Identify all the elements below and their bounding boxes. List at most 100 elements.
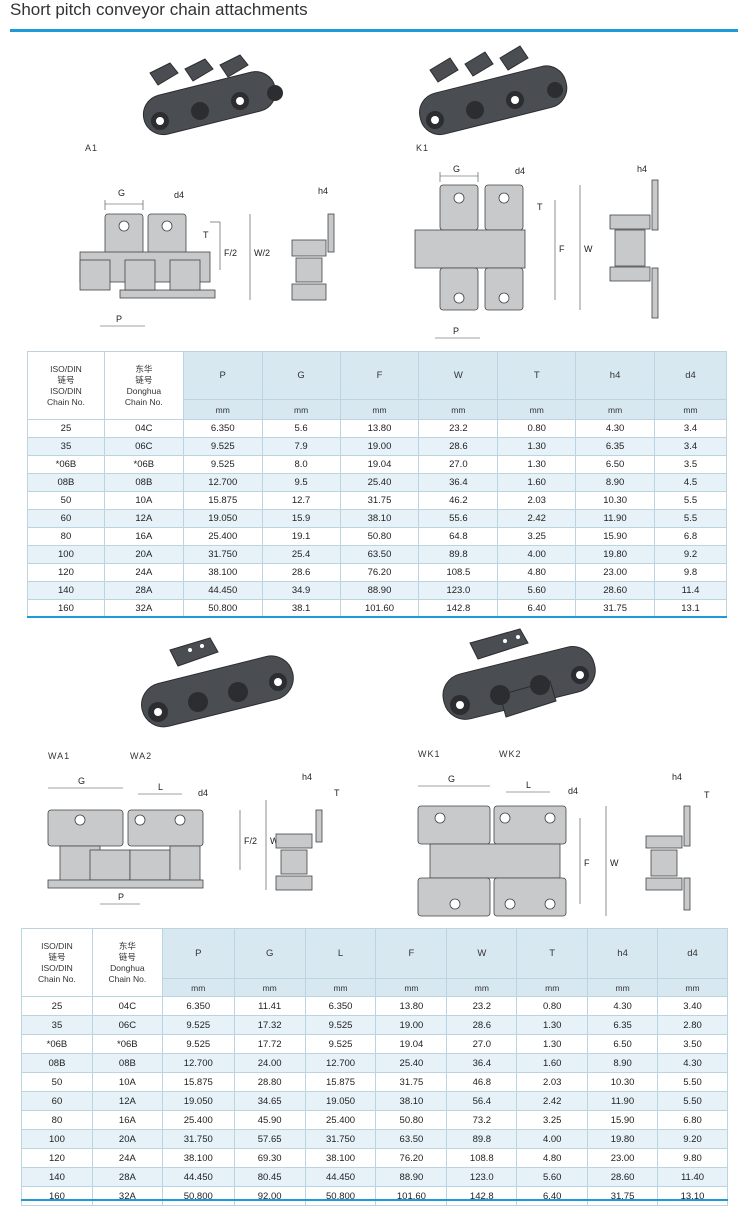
col-iso-header: ISO/DIN 链号 ISO/DIN Chain No.	[27, 351, 105, 420]
table-cell: 08B	[103, 473, 184, 492]
k1-label-f: F	[559, 244, 565, 254]
table-cell: 123.0	[418, 581, 499, 600]
table-cell: 1.60	[497, 473, 577, 492]
table-cell: 108.8	[446, 1148, 518, 1168]
table-cell: 1.60	[516, 1053, 589, 1073]
table-cell: 28.6	[261, 563, 341, 582]
unit-cell: mm	[587, 978, 659, 997]
a1-label-d4: d4	[174, 190, 184, 200]
table-cell: 6.350	[161, 996, 235, 1016]
wk-label-h4: h4	[672, 772, 682, 782]
k1-label-p: P	[453, 326, 459, 336]
table-cell: 11.90	[575, 509, 656, 528]
table-cell: 25	[27, 419, 105, 438]
table-cell: 50.80	[375, 1110, 448, 1130]
table-cell: 11.90	[587, 1091, 659, 1111]
table-cell: 20A	[103, 545, 184, 564]
table-cell: 6.350	[182, 419, 263, 438]
table-cell: 5.5	[654, 509, 727, 528]
table-cell: 28.80	[233, 1072, 306, 1092]
table-cell: 6.40	[516, 1186, 589, 1206]
table-cell: 3.40	[657, 996, 728, 1016]
table-cell: 44.450	[182, 581, 263, 600]
table-cell: 4.80	[516, 1148, 589, 1168]
table-cell: 6.40	[497, 599, 577, 618]
col-header: W	[418, 351, 499, 400]
wk-chain-photo	[442, 628, 596, 720]
table-cell: 04C	[91, 996, 163, 1016]
table-cell: 73.2	[446, 1110, 518, 1130]
col-header: P	[182, 351, 263, 400]
table2-bottom-rule	[21, 1199, 728, 1201]
a1-label-g: G	[118, 188, 125, 198]
spec-table-a1-k1: ISO/DIN 链号 ISO/DIN Chain No. 东华 链号 Dongh…	[27, 351, 727, 618]
page-title: Short pitch conveyor chain attachments	[10, 0, 308, 19]
table-cell: 80	[21, 1110, 93, 1130]
col-header: h4	[587, 928, 659, 979]
table-cell: 57.65	[233, 1129, 306, 1149]
table-cell: 11.41	[233, 996, 306, 1016]
table-cell: 9.80	[657, 1148, 728, 1168]
table-cell: 9.525	[304, 1034, 377, 1054]
table-cell: 4.30	[587, 996, 659, 1016]
table-cell: 60	[27, 509, 105, 528]
col-iso-header: ISO/DIN 链号 ISO/DIN Chain No.	[21, 928, 93, 997]
table-cell: 142.8	[446, 1186, 518, 1206]
table-cell: 60	[21, 1091, 93, 1111]
table-cell: 13.1	[654, 599, 727, 618]
table-cell: 38.100	[161, 1148, 235, 1168]
table1-bottom-rule	[27, 616, 727, 618]
table-cell: 38.1	[261, 599, 341, 618]
wk-label-l: L	[526, 780, 531, 790]
wa-dimension-drawing: G L d4 F/2 W/2 P h4 T	[47, 772, 340, 905]
table-cell: 2.80	[657, 1015, 728, 1035]
table-cell: 19.80	[575, 545, 656, 564]
table-cell: 76.20	[375, 1148, 448, 1168]
wk-label-d4: d4	[568, 786, 578, 796]
table-cell: 50	[21, 1072, 93, 1092]
unit-cell: mm	[375, 978, 448, 997]
table-cell: 8.90	[587, 1053, 659, 1073]
col-header: P	[161, 928, 235, 979]
unit-cell: mm	[446, 978, 518, 997]
wk-label-g: G	[448, 774, 455, 784]
table-cell: 100	[21, 1129, 93, 1149]
table-cell: 25.400	[161, 1110, 235, 1130]
col-header: h4	[575, 351, 656, 400]
table-cell: 25.400	[304, 1110, 377, 1130]
table-cell: 0.80	[516, 996, 589, 1016]
k1-label-h4: h4	[637, 164, 647, 174]
unit-cell: mm	[233, 978, 306, 997]
table-cell: 4.30	[575, 419, 656, 438]
wk-label-f: F	[584, 858, 590, 868]
table-cell: 63.50	[339, 545, 420, 564]
table-cell: 2.03	[497, 491, 577, 510]
table-cell: 9.20	[657, 1129, 728, 1149]
k1-label-g: G	[453, 164, 460, 174]
table-cell: 25.400	[182, 527, 263, 546]
table-cell: 35	[27, 437, 105, 456]
table-cell: 31.75	[339, 491, 420, 510]
table-cell: 9.525	[161, 1034, 235, 1054]
table-cell: 06C	[103, 437, 184, 456]
table-cell: 123.0	[446, 1167, 518, 1187]
table-cell: 1.30	[497, 455, 577, 474]
table-cell: 32A	[91, 1186, 163, 1206]
col-donghua-header: 东华 链号 Donghua Chain No.	[91, 928, 163, 997]
wk-label-w: W	[610, 858, 619, 868]
table-cell: 31.75	[587, 1186, 659, 1206]
k1-chain-photo	[419, 45, 568, 136]
table-cell: 12.7	[261, 491, 341, 510]
table-cell: *06B	[103, 455, 184, 474]
table-cell: 6.350	[304, 996, 377, 1016]
a1-label-h4: h4	[318, 186, 328, 196]
wa-label-f2: F/2	[244, 836, 257, 846]
table-cell: 5.50	[657, 1091, 728, 1111]
table-cell: 28.6	[418, 437, 499, 456]
